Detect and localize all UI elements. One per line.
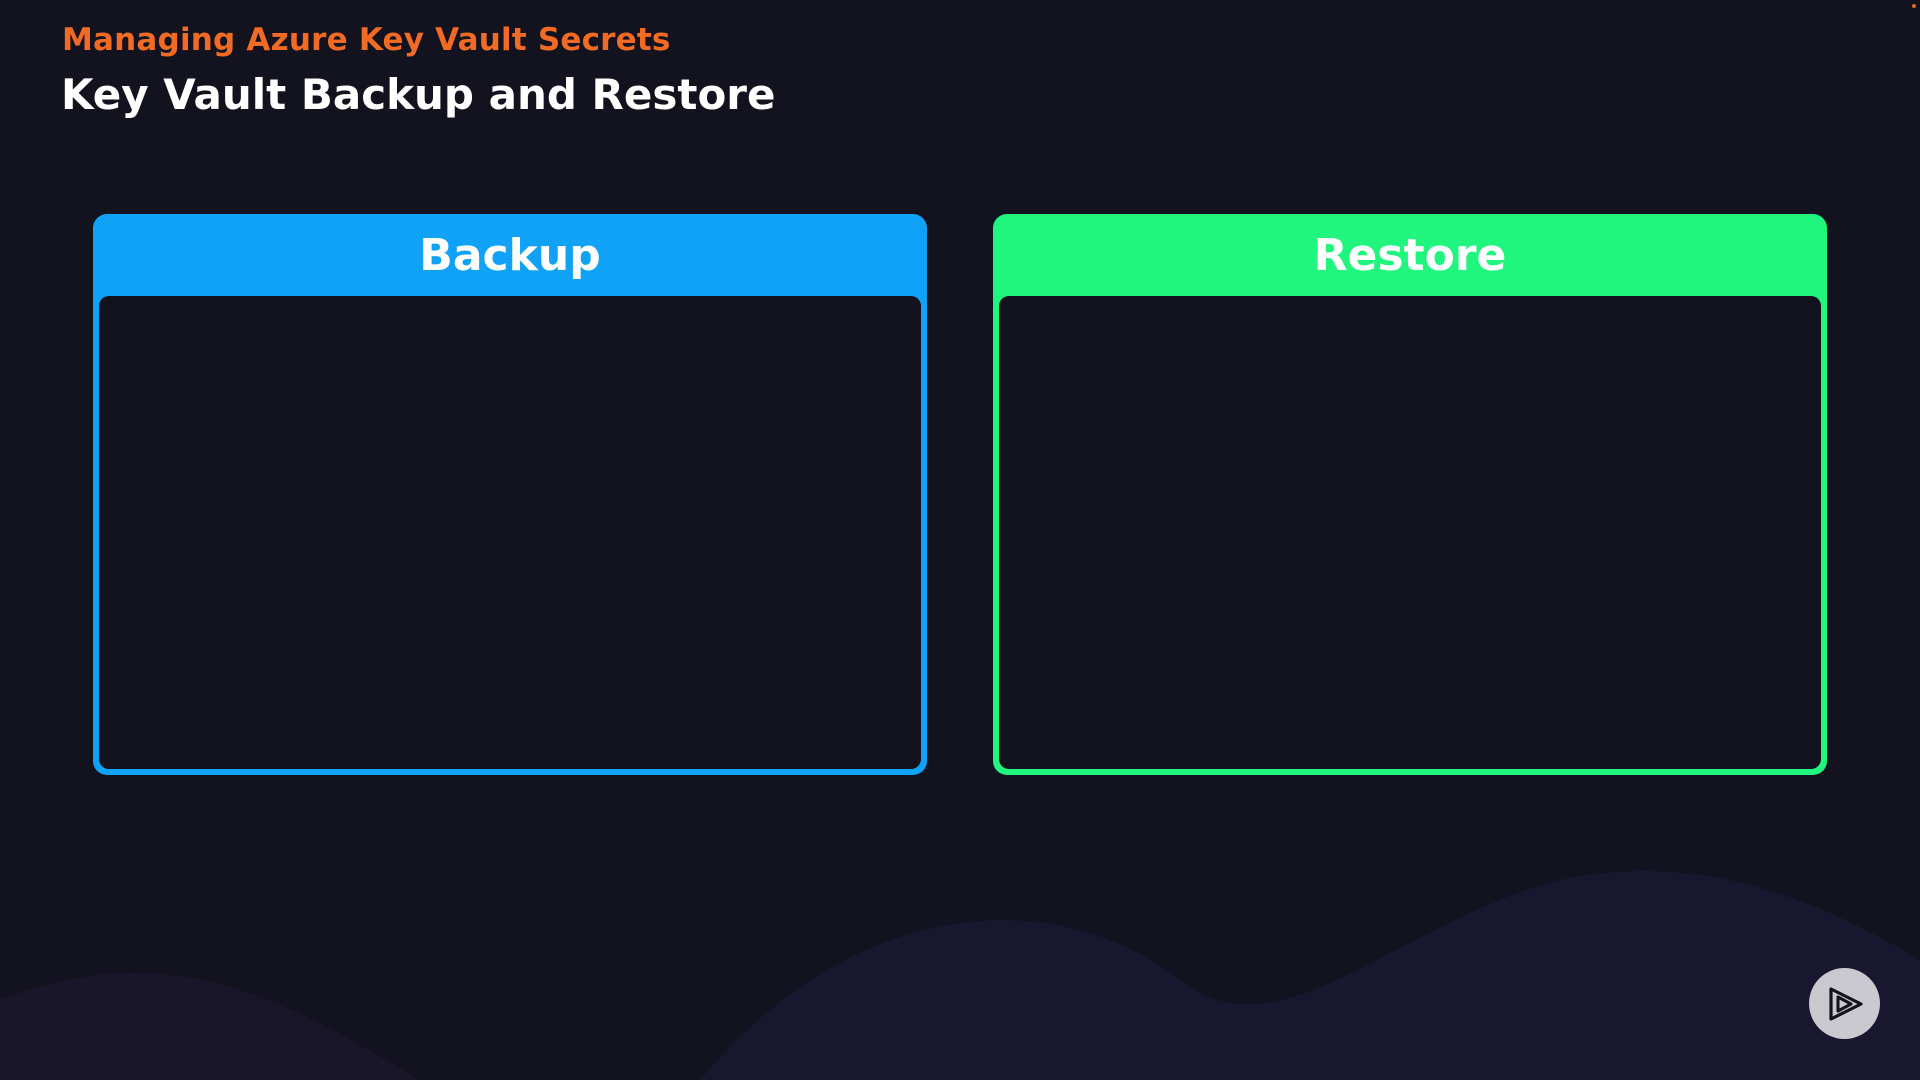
restore-card-header: Restore	[1313, 229, 1507, 281]
slide-title: Key Vault Backup and Restore	[61, 70, 776, 119]
backup-card: Backup	[93, 214, 927, 775]
backup-card-header: Backup	[419, 229, 601, 281]
backup-card-body	[99, 296, 921, 769]
corner-indicator	[1912, 4, 1916, 8]
restore-card-body	[999, 296, 1821, 769]
course-subtitle: Managing Azure Key Vault Secrets	[62, 22, 671, 58]
restore-card: Restore	[993, 214, 1827, 775]
play-button[interactable]	[1809, 968, 1880, 1039]
play-icon	[1828, 986, 1863, 1021]
